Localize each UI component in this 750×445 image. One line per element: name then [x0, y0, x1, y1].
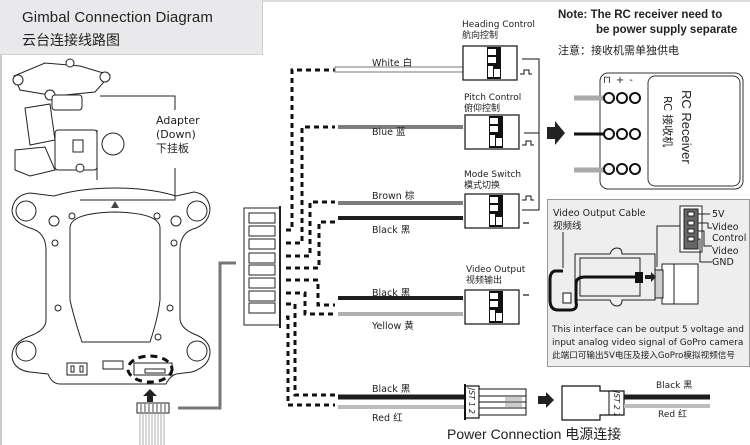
- power-plug-left: [464, 384, 527, 420]
- adapter-leader-bottom: [80, 168, 176, 201]
- eight-pin-header: [243, 206, 281, 328]
- receiver-plus-pin-label: +: [615, 75, 630, 86]
- gimbal-illustration: [12, 58, 125, 180]
- video-cable-title: Video Output Cable: [553, 208, 646, 219]
- jst-pin2-right: 2: [612, 404, 621, 410]
- mode-switch-title: Mode Switch: [464, 170, 522, 180]
- mode-switch-label: Mode Switch 模式切换: [464, 170, 521, 192]
- video-output-label: Video Output 视频输出: [466, 265, 525, 287]
- pin-gnd-label: GND: [712, 257, 734, 268]
- page-title-zh: 云台连接线路图: [22, 33, 120, 49]
- receiver-minus-pin-label: -: [629, 75, 638, 86]
- video-desc-en-2: input analog video signal of GoPro camer…: [552, 338, 744, 348]
- to-receiver-arrow-icon: [547, 121, 565, 145]
- pin-video-label: Video: [712, 246, 739, 257]
- heading-control-title: Heading Control: [462, 20, 535, 30]
- blue-wire-label: Blue 蓝: [372, 127, 406, 138]
- adapter-label-en-2: (Down): [156, 128, 196, 141]
- heading-control-label: Heading Control 航向控制: [462, 20, 535, 42]
- black-video-wire-label: Black 黑: [372, 288, 411, 299]
- black-power-wire-label: Black 黑: [372, 384, 411, 395]
- black-mode-wire-label: Black 黑: [372, 225, 411, 236]
- insert-arrow-icon: [143, 389, 157, 402]
- ribbon-plug-pins: [140, 404, 166, 412]
- jst-pin1-left: 1: [467, 401, 476, 407]
- adapter-label-zh: 下挂板: [156, 142, 189, 155]
- dashed-routing: [286, 68, 335, 407]
- receiver-signal-pin-label: ⊓: [603, 75, 616, 86]
- video-output-title-zh: 视频输出: [466, 276, 503, 286]
- mode-switch-title-zh: 模式切换: [464, 181, 501, 191]
- note-text-zh: 注意：接收机需单独供电: [558, 44, 679, 57]
- ribbon-cable: [139, 413, 165, 445]
- jst-label-left: JST 1 2: [467, 388, 476, 414]
- adapter-plate: [11, 187, 211, 385]
- white-wire-label: White 白: [372, 58, 413, 69]
- ribbon-to-header-cable: [178, 261, 236, 410]
- red-power-out-label: Red 红: [658, 410, 687, 420]
- page-title: Gimbal Connection Diagram: [22, 9, 213, 26]
- rc-receiver: [574, 72, 744, 190]
- black-power-out-label: Black 黑: [656, 381, 693, 391]
- pitch-control-title: Pitch Control: [464, 93, 522, 103]
- jst-pin2-left: 2: [467, 409, 476, 414]
- brown-wire-label: Brown 棕: [372, 191, 415, 202]
- adapter-leader-top: [100, 95, 176, 110]
- signal-bus-line: [522, 58, 540, 211]
- video-desc-en-1: This interface can be output 5 voltage a…: [552, 325, 744, 335]
- jst-text-right: JST: [612, 391, 621, 403]
- power-connection-title: Power Connection 电源连接: [447, 426, 622, 442]
- pin-video-control-label-2: Control: [712, 233, 747, 244]
- connector-highlight-circle: [126, 354, 174, 384]
- title-panel: Gimbal Connection Diagram 云台连接线路图: [0, 0, 263, 55]
- video-output-title: Video Output: [466, 265, 526, 275]
- red-power-wire-label: Red 红: [372, 413, 403, 424]
- video-desc-zh: 此端口可输出5V电压及接入GoPro模拟视频信号: [552, 351, 735, 361]
- adapter-label: Adapter (Down) 下挂板: [156, 114, 200, 156]
- alignment-triangle-icon: [111, 201, 119, 208]
- power-plug-right: [561, 385, 625, 421]
- adapter-label-en-1: Adapter: [156, 114, 200, 127]
- pitch-control-label: Pitch Control 俯仰控制: [464, 93, 521, 115]
- jst-label-right: JST 2 1: [612, 391, 621, 417]
- note-line-2: be power supply separate: [596, 24, 738, 36]
- pin-video-control-label-1: Video: [712, 222, 739, 233]
- jst-pin1-right: 1: [612, 412, 621, 417]
- jst-text-left: JST: [467, 388, 476, 400]
- ground-signal-icons: [523, 222, 529, 296]
- video-cable-title-zh: 视频线: [553, 221, 582, 232]
- pwm-signal-icons: [520, 69, 534, 201]
- pin-5v-label: 5V: [712, 209, 725, 220]
- pitch-control-title-zh: 俯仰控制: [464, 104, 501, 114]
- receiver-pin-labels: ⊓+-: [603, 75, 638, 86]
- power-connect-arrow-icon: [538, 392, 554, 408]
- note-text: Note: The RC receiver need to be power s…: [558, 8, 737, 38]
- note-line-1: Note: The RC receiver need to: [558, 9, 723, 21]
- heading-control-title-zh: 航向控制: [462, 31, 499, 41]
- yellow-wire-label: Yellow 黄: [372, 321, 414, 332]
